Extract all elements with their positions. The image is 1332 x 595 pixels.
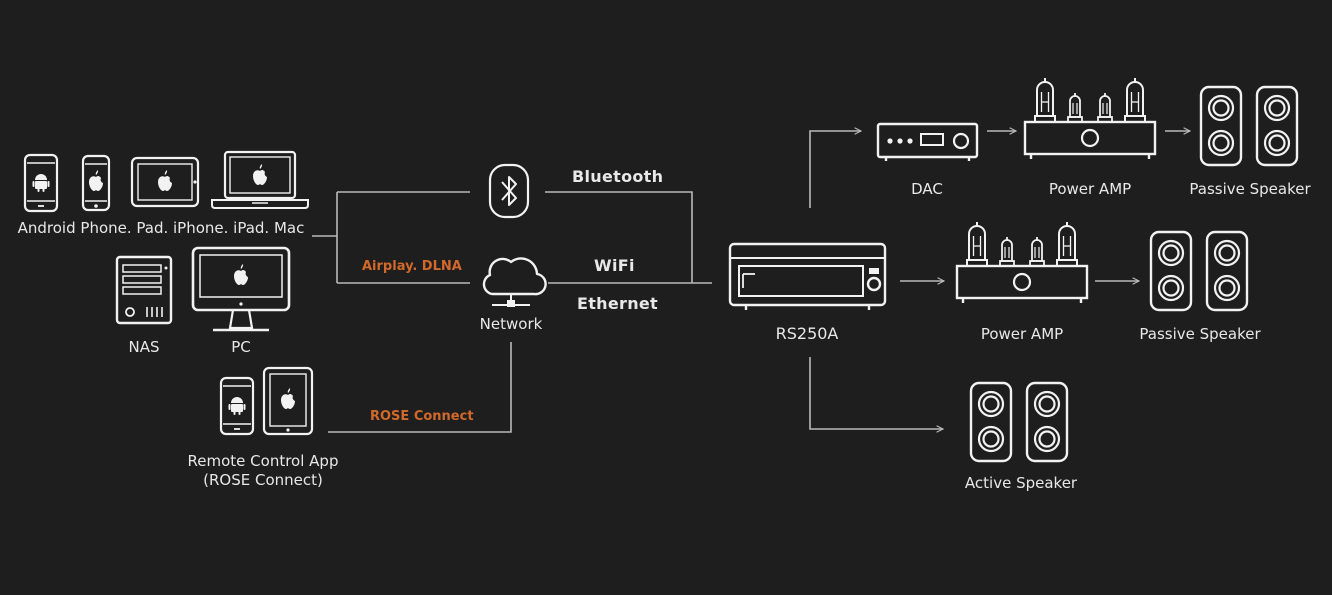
power-amp-label-1: Power AMP <box>1048 180 1132 198</box>
tube-amp-icon-1 <box>1025 78 1155 159</box>
bluetooth-line <box>337 191 693 283</box>
rose-connect-label: ROSE Connect <box>370 409 474 424</box>
iphone-icon <box>81 154 111 212</box>
android-phone-icon <box>23 153 59 213</box>
power-amp-label-2: Power AMP <box>980 325 1064 343</box>
source-hub-line <box>312 192 338 283</box>
passive-speaker-label-2: Passive Speaker <box>1139 325 1261 343</box>
dac-label: DAC <box>911 180 943 198</box>
remote-android-phone-icon <box>219 376 255 436</box>
cloud-network-icon <box>482 257 547 307</box>
passive-speaker-label-1: Passive Speaker <box>1189 180 1311 198</box>
rs250a-to-active-speaker-line <box>809 357 943 429</box>
passive-speaker-icon-2 <box>1149 230 1249 312</box>
wifi-label: WiFi <box>594 256 635 275</box>
nas-icon <box>115 255 173 325</box>
bluetooth-icon <box>488 163 530 219</box>
ethernet-label: Ethernet <box>577 294 659 313</box>
tube-amp-icon-2 <box>957 222 1087 303</box>
bluetooth-label: Bluetooth <box>572 167 664 186</box>
remote-app-title: Remote Control App <box>187 452 339 470</box>
rs250a-label: RS250A <box>775 324 839 343</box>
dac-icon <box>876 122 979 161</box>
airplay-dlna-label: Airplay. DLNA <box>362 259 462 274</box>
pc-monitor-icon <box>191 246 291 332</box>
passive-speaker-icon-1 <box>1199 85 1299 167</box>
remote-app-subtitle: (ROSE Connect) <box>203 471 323 489</box>
remote-app-label: Remote Control App (ROSE Connect) <box>188 452 339 490</box>
ipad-icon <box>130 156 200 208</box>
mobile-devices-label: Android Phone. Pad. iPhone. iPad. Mac <box>17 219 305 237</box>
remote-ipad-icon <box>262 366 314 436</box>
pc-label: PC <box>231 338 251 356</box>
macbook-icon <box>211 150 309 209</box>
active-speaker-icon <box>969 381 1069 463</box>
nas-label: NAS <box>128 338 160 356</box>
rs250a-to-dac-line <box>809 131 861 208</box>
connection-lines <box>312 131 1190 433</box>
active-speaker-label: Active Speaker <box>964 474 1078 492</box>
streamer-icon <box>728 242 887 310</box>
rose-connect-line <box>328 342 512 433</box>
network-label: Network <box>479 315 543 333</box>
